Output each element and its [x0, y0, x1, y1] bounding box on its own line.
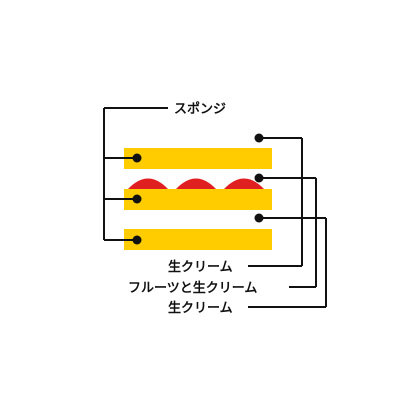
sponge-marker-middle: [132, 194, 142, 204]
cream-top-label: 生クリーム: [168, 259, 233, 275]
cream-bottom-label: 生クリーム: [168, 300, 233, 316]
fruit-cream-label: フルーツと生クリーム: [128, 280, 257, 296]
sponge-layer-middle: [124, 189, 272, 210]
sponge-marker-bottom: [132, 235, 142, 245]
sponge-marker-top: [132, 153, 142, 163]
cream-top-marker: [254, 133, 264, 143]
fruit-slice-2: [176, 178, 216, 189]
fruit-slice-3: [224, 178, 264, 189]
sponge-layer-top: [124, 148, 272, 169]
right-leader-lines: [248, 137, 327, 308]
sponge-leader-lines: [103, 107, 168, 241]
sponge-layer-bottom: [124, 229, 272, 250]
cream-bottom-marker: [254, 213, 264, 223]
sponge-label: スポンジ: [174, 101, 226, 117]
fruit-cream-marker: [254, 173, 264, 183]
fruit-slice-1: [128, 178, 168, 189]
